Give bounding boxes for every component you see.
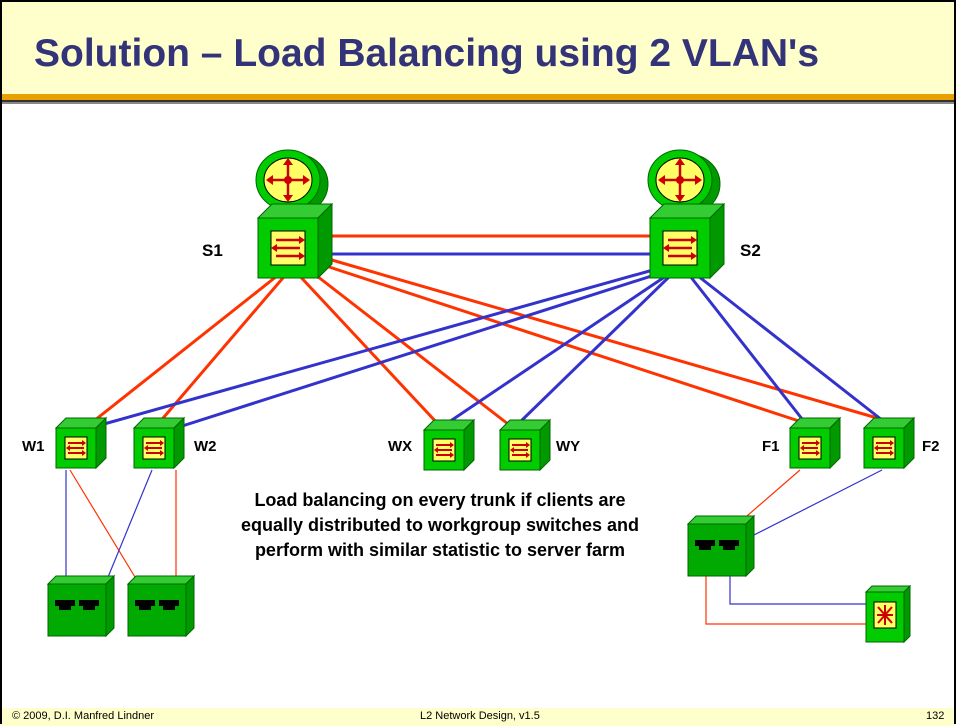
label-wy: WY (556, 438, 580, 455)
label-f2: F2 (922, 438, 940, 455)
switch-icon-s2 (648, 202, 726, 280)
wall-outlet-icon (127, 575, 195, 637)
label-s2: S2 (740, 241, 761, 260)
switch-icon-w1 (55, 417, 107, 469)
switch-icon-f2 (863, 417, 915, 469)
link-s2-wy (516, 274, 672, 426)
access-links (65, 469, 883, 625)
switch-icon-s1 (256, 202, 334, 280)
switch-icon-f1 (789, 417, 841, 469)
link-s1-f2 (317, 254, 885, 422)
link-s1-wy (303, 264, 509, 426)
label-wx: WX (388, 438, 412, 455)
wall-outlet-icon (687, 515, 755, 577)
label-w2: W2 (194, 438, 217, 455)
link-s2-f2 (697, 274, 883, 422)
wall-outlet-icon (47, 575, 115, 637)
link-s1-wx (294, 270, 440, 426)
title-band (2, 2, 954, 94)
load-balancing-note: Load balancing on every trunk if clients… (240, 490, 640, 560)
footer-page-number: 132 (926, 710, 945, 722)
trunk-links (89, 234, 885, 430)
link-s1-f1 (313, 260, 809, 426)
label-s1: S1 (202, 241, 223, 260)
label-f1: F1 (762, 438, 780, 455)
footer-strip (2, 708, 954, 726)
switch-icon-wy (499, 419, 551, 471)
link-s2-wx (445, 274, 667, 426)
link-s1-w2 (156, 271, 290, 425)
label-w1: W1 (22, 438, 45, 455)
link-s2-f1 (688, 275, 808, 425)
switch-icon-w2 (133, 417, 185, 469)
title-rule-dark (2, 100, 954, 102)
title-rule-grey (2, 102, 954, 104)
link-s1-w1 (89, 270, 283, 426)
server-icon (864, 584, 912, 644)
slide-title: Solution – Load Balancing using 2 VLAN's (34, 32, 820, 75)
link-s2-w2 (175, 270, 665, 430)
link-s2-w1 (103, 266, 661, 426)
footer-course: L2 Network Design, v1.5 (420, 710, 540, 722)
title-rule (2, 94, 954, 100)
footer-copyright: © 2009, D.I. Manfred Lindner (12, 710, 155, 722)
switch-icon-wx (423, 419, 475, 471)
